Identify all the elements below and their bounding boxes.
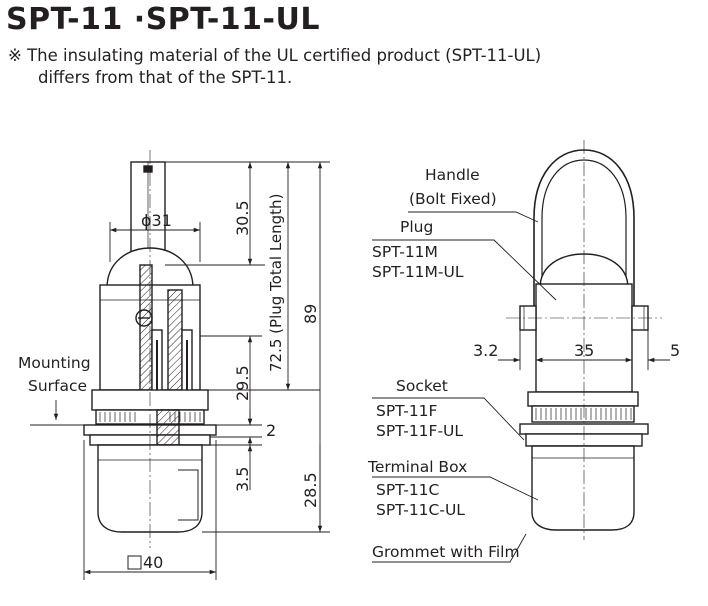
right-dimension-lines bbox=[372, 211, 670, 563]
dim-89-label: 89 bbox=[301, 304, 320, 324]
right-view-drawing bbox=[506, 140, 662, 540]
ul-note: ※ The insulating material of the UL cert… bbox=[8, 45, 541, 89]
diameter-31-label: ϕ31 bbox=[141, 211, 172, 230]
dim-28-5-label: 28.5 bbox=[301, 472, 320, 508]
dim-35-label: 35 bbox=[574, 341, 594, 360]
square-40-label: 40 bbox=[143, 553, 163, 572]
mounting-surface-line2: Surface bbox=[28, 377, 87, 395]
dim-29-5-label: 29.5 bbox=[233, 365, 252, 401]
terminal-box-label: Terminal Box bbox=[367, 458, 467, 476]
dim-plug-total-label: 72.5 (Plug Total Length) bbox=[267, 194, 285, 372]
plug-model-ul-label: SPT-11M-UL bbox=[372, 263, 464, 281]
terminal-model-ul-label: SPT-11C-UL bbox=[376, 501, 465, 519]
mounting-surface-line1: Mounting bbox=[18, 354, 91, 372]
handle-sub-label: (Bolt Fixed) bbox=[409, 190, 497, 208]
handle-label: Handle bbox=[425, 166, 480, 184]
dim-3-5-label: 3.5 bbox=[233, 467, 252, 492]
dim-3-2-label: 3.2 bbox=[473, 341, 498, 360]
grommet-label: Grommet with Film bbox=[372, 543, 520, 561]
dim-2-label: 2 bbox=[266, 421, 276, 440]
terminal-model-label: SPT-11C bbox=[376, 481, 439, 499]
ul-note-line2: differs from that of the SPT-11. bbox=[38, 68, 293, 87]
plug-label: Plug bbox=[400, 218, 433, 236]
plug-model-label: SPT-11M bbox=[372, 243, 438, 261]
socket-label: Socket bbox=[396, 377, 448, 395]
socket-model-label: SPT-11F bbox=[376, 402, 438, 420]
dim-5-label: 5 bbox=[670, 341, 680, 360]
page-title: SPT-11 ·SPT-11-UL bbox=[6, 2, 320, 37]
dim-30-5-label: 30.5 bbox=[233, 200, 252, 236]
left-dimension-lines bbox=[30, 161, 330, 580]
left-view-drawing bbox=[83, 150, 217, 548]
ul-note-line1: ※ The insulating material of the UL cert… bbox=[8, 46, 542, 65]
socket-model-ul-label: SPT-11F-UL bbox=[376, 422, 463, 440]
square-symbol bbox=[127, 555, 142, 570]
